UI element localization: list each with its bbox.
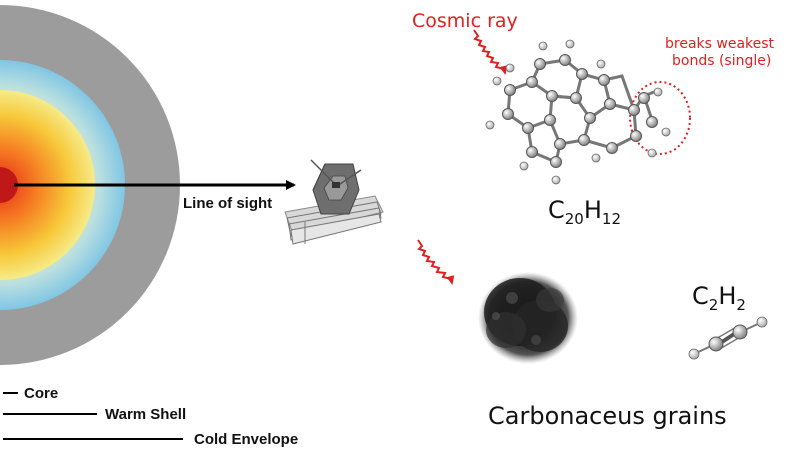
acetylene-molecule bbox=[688, 316, 768, 360]
breaks-bonds-label-line2: bonds (single) bbox=[672, 53, 771, 69]
legend: Core Warm Shell Cold Envelope bbox=[3, 385, 298, 448]
legend-warm-shell-label: Warm Shell bbox=[105, 406, 186, 423]
legend-cold-envelope-label: Cold Envelope bbox=[194, 431, 298, 448]
jwst-telescope-icon bbox=[284, 159, 384, 245]
breaks-bonds-label-line1: breaks weakest bbox=[665, 36, 775, 52]
weakest-bond-highlight bbox=[629, 81, 691, 155]
hydrogen-atoms bbox=[485, 39, 671, 185]
dust-grain-icon bbox=[478, 272, 578, 364]
cosmic-ray-arrow-2-icon bbox=[417, 239, 455, 285]
cosmic-ray-label: Cosmic ray bbox=[412, 10, 518, 32]
cosmic-ray-arrow-icon bbox=[473, 29, 508, 75]
legend-core-label: Core bbox=[24, 385, 58, 402]
line-of-sight-label: Line of sight bbox=[183, 195, 272, 212]
carbon-atoms bbox=[502, 54, 658, 168]
acetylene-formula: C2H2 bbox=[692, 282, 746, 314]
pah-formula: C20H12 bbox=[548, 196, 621, 228]
grains-label: Carbonaceus grains bbox=[488, 402, 727, 430]
pah-molecule bbox=[485, 39, 671, 185]
core bbox=[0, 167, 18, 203]
